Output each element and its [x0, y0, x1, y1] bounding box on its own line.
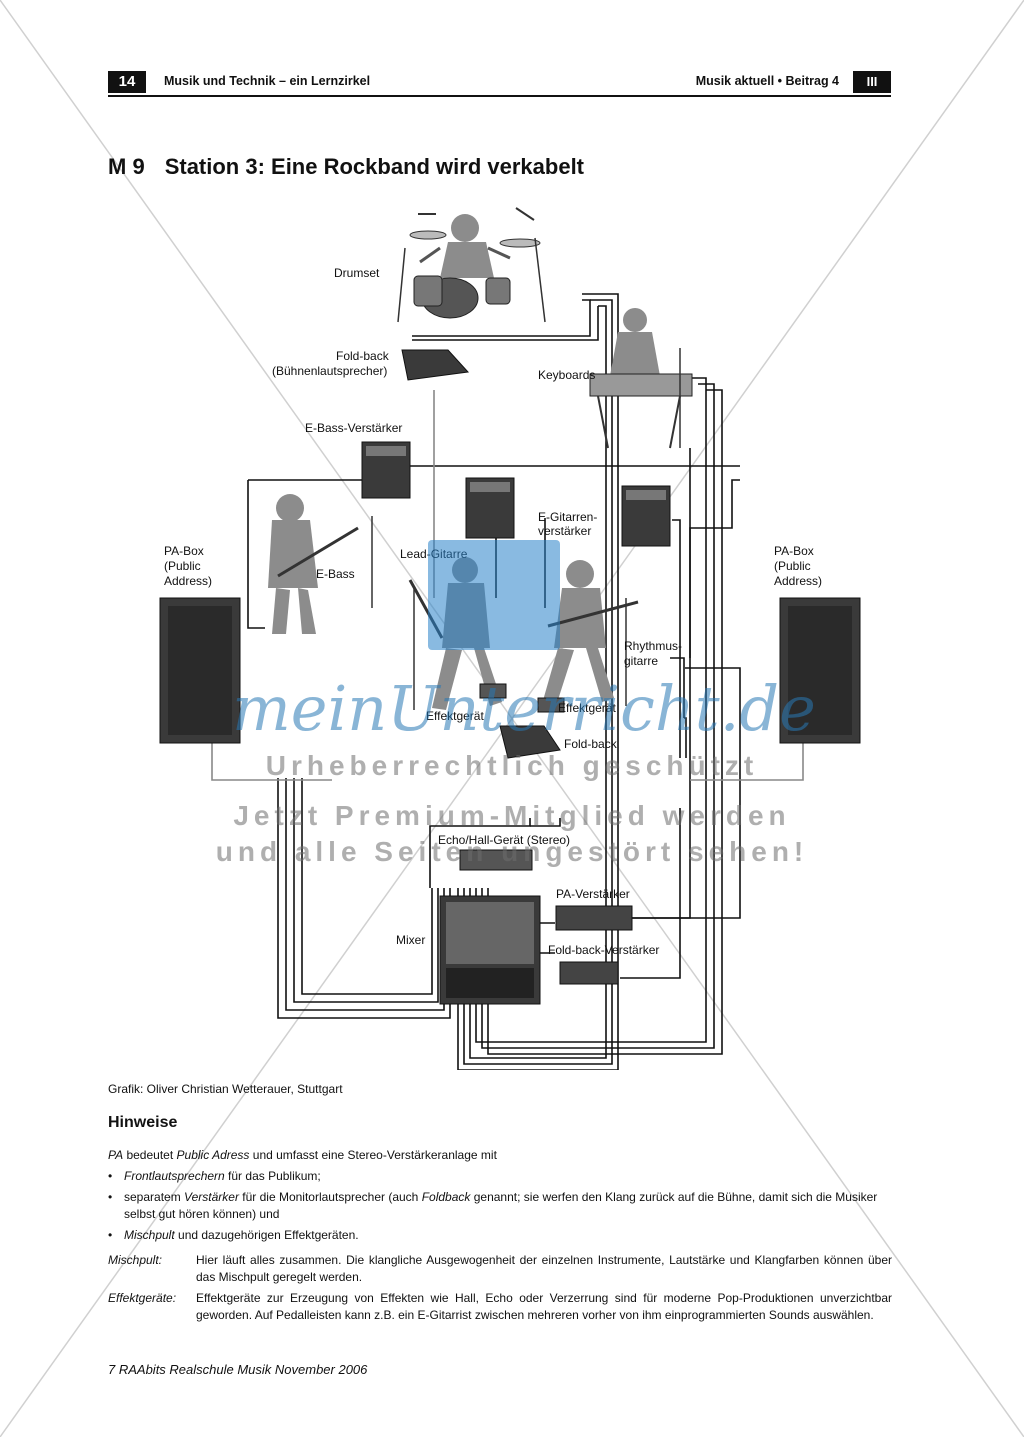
title-text: Station 3: Eine Rockband wird verkabelt — [164, 154, 585, 179]
mixer-console — [439, 895, 541, 1005]
label-foldback-1: Fold-back — [336, 349, 390, 363]
label-keyboards: Keyboards — [538, 368, 595, 382]
label-pa-right-2: (Public — [774, 559, 811, 573]
foldback-speaker-top — [401, 349, 470, 381]
pa-box-right-front — [788, 606, 852, 735]
foldback-amplifier — [559, 961, 619, 985]
label-pa-right-1: PA-Box — [774, 544, 814, 558]
label-pa-amp: PA-Verstärker — [556, 887, 630, 901]
watermark-line-3: und alle Seiten ungestört sehen! — [215, 836, 809, 867]
label-drumset: Drumset — [334, 266, 380, 280]
bullet-term: Frontlautsprechern — [124, 1169, 225, 1183]
label-pa-right-3: Address) — [774, 574, 822, 588]
pa-amplifier — [555, 905, 633, 931]
rhythm-amp-panel — [626, 490, 666, 500]
effect-pedal-left — [479, 683, 507, 699]
definition-effektgeraete: Effektgeräte: Effektgeräte zur Erzeugung… — [108, 1290, 892, 1324]
watermark-logo-box — [428, 540, 560, 650]
header-left-title: Musik und Technik – ein Lernzirkel — [164, 74, 371, 88]
bass-player-figure — [268, 494, 373, 634]
hinweise-heading: Hinweise — [108, 1114, 178, 1131]
hinweise-intro: PA bedeutet Public Adress und umfasst ei… — [108, 1148, 497, 1162]
cable-bundle — [247, 293, 741, 1070]
watermark-line-1: Urheberrechtlich geschützt — [265, 750, 759, 781]
bullet-mid: für die Monitorlautsprecher (auch — [238, 1190, 422, 1204]
page-number: 14 — [108, 71, 146, 93]
material-number: M 9 — [108, 154, 145, 179]
label-foldback-amp: Fold-back-Verstärker — [548, 943, 659, 957]
pa-box-left-front — [168, 606, 232, 735]
label-pa-left-3: Address) — [164, 574, 212, 588]
intro-term-public-adress: Public Adress — [176, 1148, 250, 1162]
bullet-term: Mischpult — [124, 1228, 175, 1242]
foldback-speaker-stage — [499, 725, 561, 759]
label-egit-amp-1: E-Gitarren- — [538, 510, 597, 524]
list-item: Mischpult und dazugehörigen Effektgeräte… — [108, 1227, 892, 1244]
intro-rest: und umfasst eine Stereo-Verstärkeranlage… — [249, 1148, 497, 1162]
label-foldback-2: (Bühnenlautsprecher) — [272, 364, 387, 378]
watermark-script: meinUnterricht.de — [232, 672, 816, 745]
bullet-text: für das Publikum; — [224, 1169, 321, 1183]
keyboard-player-figure — [589, 308, 693, 449]
bullet-text: genannt; sie werfen den Klang zurück auf… — [124, 1190, 878, 1221]
rockband-wiring-diagram: Drumset Fold-back (Bühnenlautsprecher) K… — [159, 207, 861, 1070]
label-echo: Echo/Hall-Gerät (Stereo) — [438, 833, 570, 847]
definition-text: Hier läuft alles zusammen. Die klanglich… — [196, 1253, 892, 1284]
label-effect-right: Effektgerät — [558, 701, 616, 715]
label-ebass: E-Bass — [316, 567, 355, 581]
drummer-figure — [397, 207, 546, 323]
definition-text: Effektgeräte zur Erzeugung von Effekten … — [196, 1291, 892, 1322]
intro-mid: bedeutet — [123, 1148, 177, 1162]
label-mixer: Mixer — [396, 933, 425, 947]
label-effect-left: Effektgerät — [426, 709, 484, 723]
label-rhythm-2: gitarre — [624, 654, 658, 668]
page-header: 14 Musik und Technik – ein Lernzirkel Mu… — [108, 71, 891, 97]
bullet-text: und dazugehörigen Effektgeräten. — [174, 1228, 359, 1242]
page-title: M 9 Station 3: Eine Rockband wird verkabe… — [108, 154, 584, 180]
label-rhythm-1: Rhythmus- — [624, 639, 682, 653]
label-pa-left-1: PA-Box — [164, 544, 204, 558]
list-item: separatem Verstärker für die Monitorlaut… — [108, 1189, 892, 1223]
bullet-pre: separatem — [124, 1190, 185, 1204]
label-egit-amp-2: verstärker — [538, 524, 591, 538]
page-footer: 7 RAAbits Realschule Musik November 2006 — [108, 1362, 368, 1377]
graphic-credit: Grafik: Oliver Christian Wetterauer, Stu… — [108, 1082, 343, 1096]
bullet-term: Verstärker — [184, 1190, 239, 1204]
definition-term: Mischpult: — [108, 1253, 163, 1267]
watermark-line-2: Jetzt Premium-Mitglied werden — [233, 800, 791, 831]
effect-pedal-right — [537, 697, 565, 713]
label-ebass-amp: E-Bass-Verstärker — [305, 421, 402, 435]
definition-term: Effektgeräte: — [108, 1291, 177, 1305]
hinweise-bullet-list: Frontlautsprechern für das Publikum; sep… — [108, 1168, 892, 1248]
definition-mischpult: Mischpult: Hier läuft alles zusammen. Di… — [108, 1252, 892, 1286]
label-foldback-stage: Fold-back — [564, 737, 618, 751]
echo-hall-device — [459, 849, 533, 871]
intro-term-pa: PA — [108, 1148, 124, 1162]
bullet-term-2: Foldback — [421, 1190, 471, 1204]
definitions-list: Mischpult: Hier läuft alles zusammen. Di… — [108, 1252, 892, 1328]
header-right-title: Musik aktuell • Beitrag 4 — [695, 74, 839, 88]
label-pa-left-2: (Public — [164, 559, 201, 573]
rhythm-guitarist-figure — [542, 560, 639, 706]
ebass-amp-panel — [366, 446, 406, 456]
lead-amp-panel — [470, 482, 510, 492]
list-item: Frontlautsprechern für das Publikum; — [108, 1168, 892, 1185]
section-badge: III — [853, 71, 891, 93]
